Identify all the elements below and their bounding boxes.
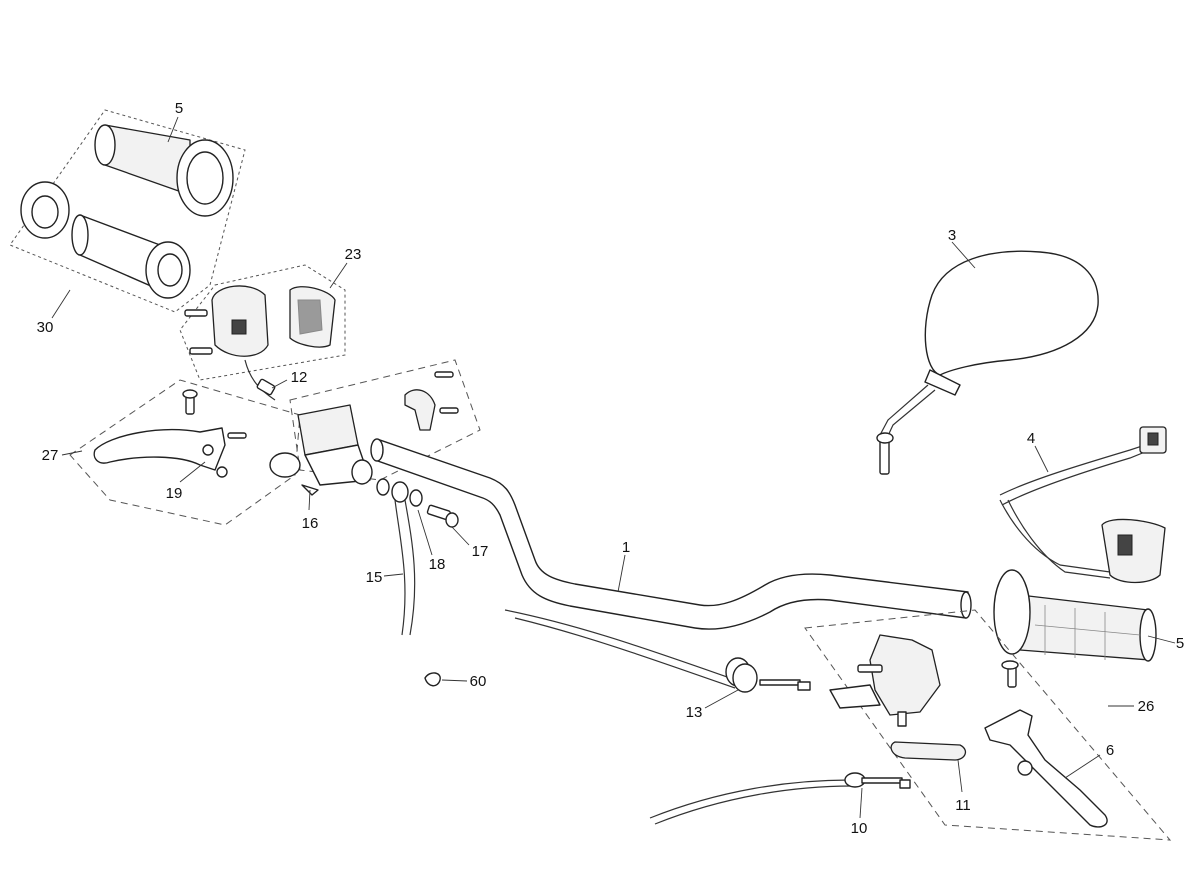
callout-6: 6 — [1106, 742, 1114, 759]
lever-adapter-11 — [890, 741, 967, 761]
callout-30: 30 — [37, 319, 54, 336]
brake-hose-15b — [404, 499, 416, 636]
grip-washer — [20, 181, 70, 239]
brake-lever-part-6 — [984, 709, 1108, 828]
callout-17: 17 — [472, 543, 489, 560]
lever-bolt-head — [1001, 660, 1019, 670]
brake-lever-bracket — [829, 634, 941, 727]
switch-assembly-part-4 — [999, 426, 1167, 584]
clip-part-60 — [424, 672, 441, 687]
callout-4: 4 — [1027, 430, 1035, 447]
mirror-part-3 — [876, 250, 1099, 475]
callout-5-right: 5 — [1176, 635, 1184, 652]
lever-nut-right — [1017, 760, 1033, 776]
clutch-lever-group-27 — [69, 379, 301, 526]
cable-adjuster — [725, 657, 811, 693]
clutch-cable-13 — [504, 609, 731, 679]
wire-connector — [256, 378, 276, 396]
left-grip-part-5 — [94, 124, 234, 217]
callout-10: 10 — [851, 820, 868, 837]
handlebar-right-end — [960, 591, 972, 619]
brake-master-cylinder — [269, 404, 373, 486]
throttle-cable-10 — [649, 779, 851, 819]
banjo-bolt-17 — [426, 504, 459, 528]
throttle-sleeve — [71, 214, 191, 299]
callout-60: 60 — [470, 673, 487, 690]
callout-18: 18 — [429, 556, 446, 573]
lever-nut — [216, 466, 228, 478]
callout-16: 16 — [302, 515, 319, 532]
right-grip-part-5 — [993, 569, 1157, 662]
brake-lever-group-26 — [804, 609, 1172, 841]
callout-3: 3 — [948, 227, 956, 244]
banjo-fitting — [391, 481, 409, 503]
callout-1: 1 — [622, 539, 630, 556]
handlebar-left-end — [370, 438, 384, 462]
callout-23: 23 — [345, 246, 362, 263]
callout-12: 12 — [291, 369, 308, 386]
throttle-housing-upper — [289, 286, 336, 348]
clutch-cable-13b — [514, 617, 736, 689]
lever-pivot-bolt — [182, 389, 198, 415]
throttle-wire-12 — [244, 359, 276, 401]
throttle-cable-10b — [654, 785, 853, 825]
callout-leaders — [51, 116, 1176, 819]
throttle-housing-group-23 — [179, 264, 346, 381]
callout-19: 19 — [166, 485, 183, 502]
washer-18b — [409, 489, 423, 507]
housing-screw — [184, 309, 213, 355]
lever-adjust-screw — [227, 432, 247, 439]
throttle-housing-lower — [211, 285, 269, 357]
callout-13: 13 — [686, 704, 703, 721]
handlebar-part-1 — [374, 439, 969, 630]
left-lever — [93, 427, 226, 471]
callout-5-left: 5 — [175, 100, 183, 117]
callout-15: 15 — [366, 569, 383, 586]
callout-11: 11 — [955, 797, 971, 814]
brake-hose-15 — [394, 499, 406, 636]
cable-end-fitting — [844, 772, 911, 789]
washer-18a — [376, 478, 390, 496]
callout-27: 27 — [42, 447, 59, 464]
callout-26: 26 — [1138, 698, 1155, 715]
mirror-clamp — [404, 371, 459, 431]
